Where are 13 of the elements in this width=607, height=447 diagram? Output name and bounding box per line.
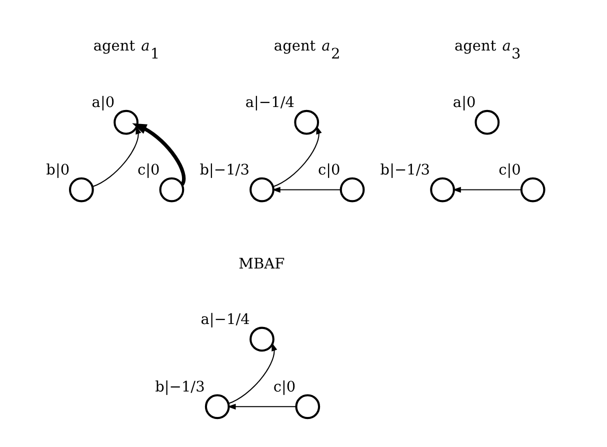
node-label: c|0 bbox=[318, 162, 340, 178]
node-label: a|0 bbox=[92, 94, 115, 111]
node-label: b|−1/3 bbox=[380, 162, 430, 178]
label: MBAF bbox=[238, 256, 285, 272]
node-label: a|0 bbox=[452, 94, 476, 111]
node-label: a|−1/4 bbox=[200, 312, 250, 328]
node-label: b|−1/3 bbox=[200, 162, 250, 178]
node-label: a|−1/4 bbox=[245, 94, 294, 111]
node-label: c|0 bbox=[273, 379, 296, 396]
node-label: b|0 bbox=[46, 162, 70, 178]
node-label: b|−1/3 bbox=[155, 379, 205, 396]
node-label: c|0 bbox=[498, 162, 521, 178]
node-label: c|0 bbox=[137, 162, 160, 178]
